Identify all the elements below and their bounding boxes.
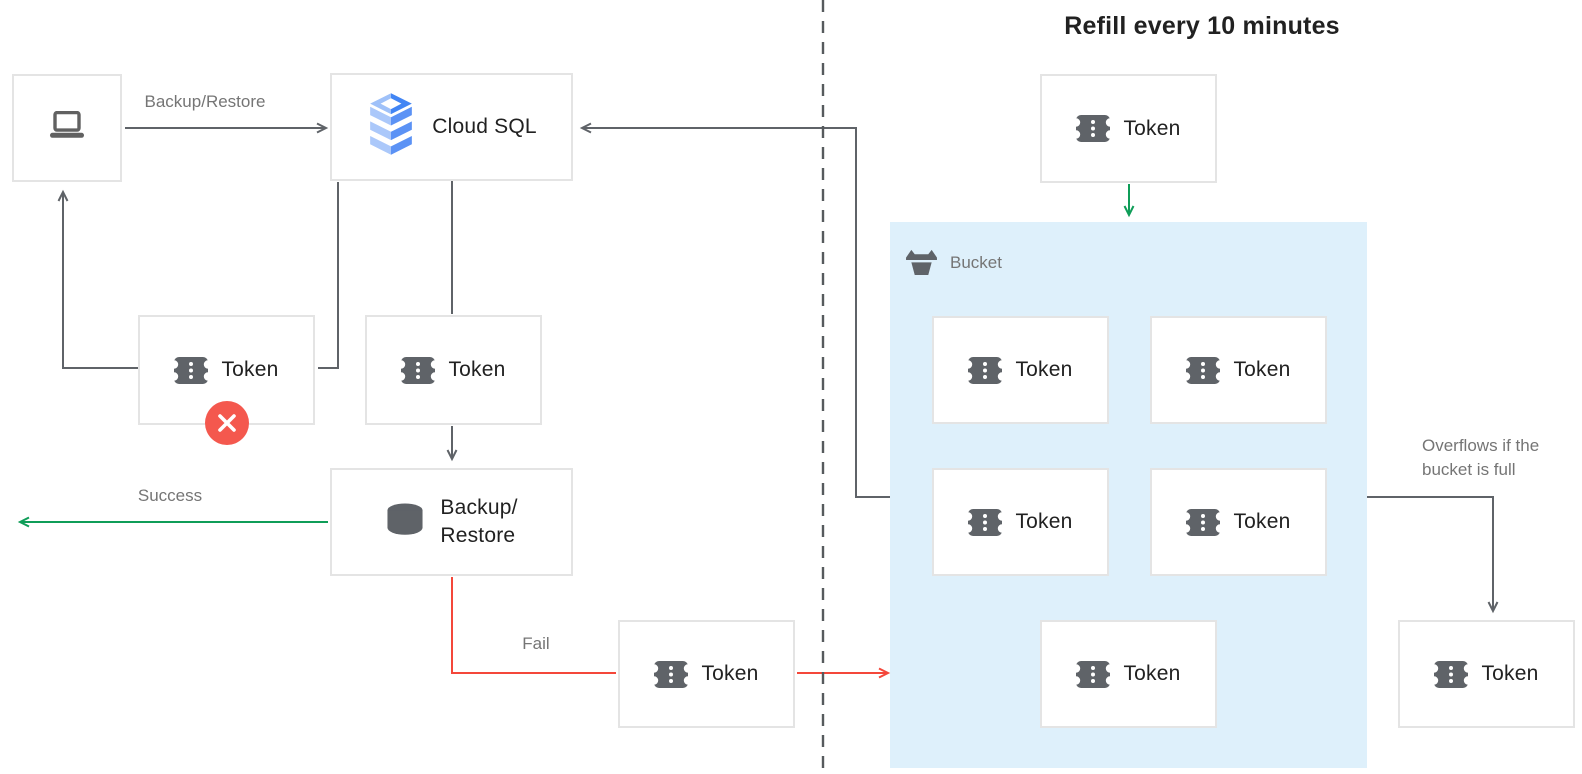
cloud-sql-label: Cloud SQL <box>432 115 537 138</box>
edge-overflow <box>1367 496 1499 614</box>
token-icon <box>1076 660 1111 688</box>
bucket-icon <box>905 246 938 280</box>
token-box-bucket: Token <box>932 468 1109 576</box>
token-icon <box>1186 508 1221 536</box>
token-icon <box>401 356 436 384</box>
edge-cloudsql-to-token1 <box>318 182 339 369</box>
cloud-sql-box: Cloud SQL <box>330 73 573 181</box>
token-box-overflow: Token <box>1398 620 1575 728</box>
edge-label-fail: Fail <box>522 634 550 653</box>
token-label: Token <box>448 358 506 381</box>
token-icon <box>654 660 689 688</box>
token-icon <box>1076 115 1111 142</box>
token-label: Token <box>1233 510 1291 533</box>
bucket-label: Bucket <box>950 253 1002 272</box>
token-label: Token <box>1233 358 1291 381</box>
token-icon <box>1186 356 1221 384</box>
token-label: Token <box>1015 358 1073 381</box>
token-box-refill: Token <box>1040 74 1217 183</box>
token-icon <box>968 508 1003 536</box>
laptop-icon <box>47 110 87 145</box>
client-box <box>12 74 122 182</box>
token-box-bucket: Token <box>1150 316 1327 424</box>
token-label: Token <box>221 358 279 381</box>
edge-label-backup-restore: Backup/Restore <box>144 92 266 111</box>
edge-label-success: Success <box>137 486 203 505</box>
database-icon <box>385 503 425 541</box>
error-x-icon <box>204 401 249 445</box>
token-label: Token <box>1481 662 1539 685</box>
token-label: Token <box>1015 510 1073 533</box>
token-box-bucket: Token <box>1150 468 1327 576</box>
token-icon <box>968 356 1003 384</box>
cloud-sql-icon <box>366 93 416 161</box>
token-label: Token <box>1123 116 1181 140</box>
edge-label-overflow: Overflows if the bucket is full <box>1422 436 1540 479</box>
edge-bucket-to-cloudsql <box>579 122 890 498</box>
token-box-bucket: Token <box>932 316 1109 424</box>
token-label: Token <box>1123 662 1181 685</box>
token-label: Token <box>701 662 759 685</box>
edge-fail-to-token <box>451 577 616 674</box>
token-box-fail: Token <box>618 620 795 728</box>
token-box-request: Token <box>365 315 542 425</box>
token-icon <box>1434 660 1469 688</box>
backup-restore-label: Backup/ Restore <box>440 496 518 547</box>
token-icon <box>174 356 209 384</box>
token-box-bucket: Token <box>1040 620 1217 728</box>
edge-token1-to-client <box>57 189 138 369</box>
token-box-error: Token <box>138 315 315 445</box>
backup-restore-box: Backup/ Restore <box>330 468 573 576</box>
refill-title: Refill every 10 minutes <box>1064 12 1340 40</box>
bucket-header: Bucket <box>905 246 1002 280</box>
